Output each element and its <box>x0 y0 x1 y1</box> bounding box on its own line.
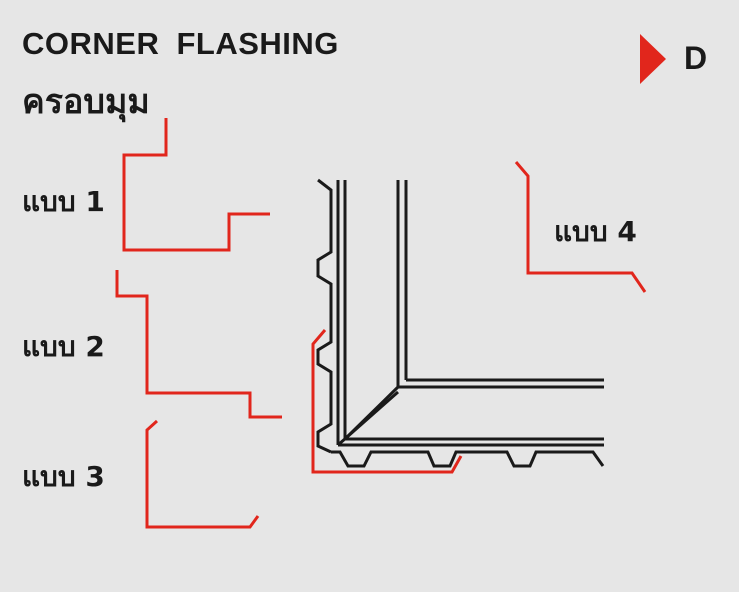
page-subtitle: ครอบมุม <box>22 82 150 122</box>
corner-seam-line-outer <box>337 390 399 447</box>
horizontal-corrugated-sheet <box>331 450 605 468</box>
section-letter: D <box>684 40 708 76</box>
page-title: CORNER FLASHING <box>22 26 339 61</box>
vertical-corrugated-sheet <box>316 178 333 454</box>
type-4-label: แบบ 4 <box>554 215 637 248</box>
applied-corner-flashing <box>311 329 463 474</box>
type-3-label: แบบ 3 <box>22 460 105 493</box>
type-1-profile <box>122 118 270 252</box>
type-2-label: แบบ 2 <box>22 330 105 363</box>
type-2-profile <box>115 270 282 419</box>
type-1-label: แบบ 1 <box>22 185 105 218</box>
type-4-profile <box>514 161 647 293</box>
corner-wall-drawing <box>316 178 605 468</box>
section-tag: D <box>640 34 720 84</box>
red-triangle-icon <box>640 34 666 84</box>
type-3-profile <box>145 419 260 529</box>
